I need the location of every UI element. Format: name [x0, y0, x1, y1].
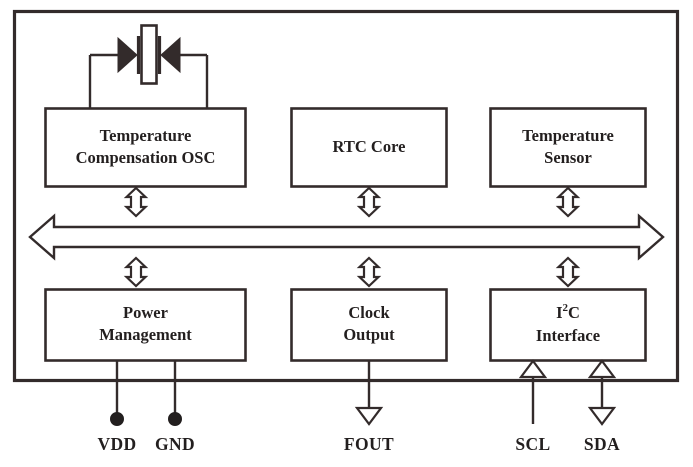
crystal-oscillator-symbol — [88, 24, 209, 108]
pin-label-gnd: GND — [155, 434, 195, 454]
block-temperature-compensation-osc[interactable]: Temperature Compensation OSC — [44, 107, 247, 188]
pin-label-sda: SDA — [584, 434, 620, 454]
connector-bus-to-i2c-interface — [555, 256, 581, 288]
pin-terminal-arrow-in-sda[interactable] — [587, 359, 617, 379]
block-label-clock-output-line2: Output — [343, 325, 395, 344]
pin-terminal-arrow-in-scl[interactable] — [518, 359, 548, 379]
vertical-double-arrow-i2c-interface — [555, 256, 581, 288]
pin-label-fout: FOUT — [344, 434, 394, 454]
block-label-temperature-sensor-line2: Sensor — [544, 148, 592, 167]
crystal-left-capacitor-arrow — [117, 36, 138, 74]
pin-terminal-dot-gnd[interactable] — [168, 412, 182, 426]
pin-terminal-arrow-out-fout[interactable] — [354, 406, 384, 426]
block-label-power-management-line1: Power — [123, 303, 168, 322]
block-temperature-sensor[interactable]: Temperature Sensor — [489, 107, 647, 188]
block-rtc-core[interactable]: RTC Core — [290, 107, 448, 188]
i2c-label-prefix: I — [556, 303, 562, 322]
block-power-management[interactable]: Power Management — [44, 288, 247, 362]
vertical-double-arrow-clock-output — [356, 256, 382, 288]
block-label-rtc-core: RTC Core — [333, 137, 406, 156]
internal-bus — [28, 213, 665, 261]
pin-sda[interactable]: SDA — [584, 359, 620, 454]
pin-label-scl: SCL — [515, 434, 550, 454]
block-rect-power-management[interactable] — [44, 288, 247, 362]
pin-vdd[interactable]: VDD — [97, 360, 136, 454]
vertical-double-arrow-power-management — [123, 256, 149, 288]
connector-bus-to-clock-output — [356, 256, 382, 288]
internal-bus-arrow — [28, 213, 665, 261]
crystal-body — [140, 24, 158, 85]
block-label-i2c-interface-line2: Interface — [536, 326, 600, 345]
vertical-double-arrow-temperature-sensor — [555, 186, 581, 218]
pin-label-vdd: VDD — [97, 434, 136, 454]
i2c-label-suffix: C — [568, 303, 580, 322]
pin-terminal-arrow-out-sda[interactable] — [587, 406, 617, 426]
crystal-right-capacitor-arrow — [160, 36, 181, 74]
connector-osc-to-bus — [123, 186, 149, 218]
i2c-label-superscript: 2 — [563, 302, 569, 314]
block-label-power-management-line2: Management — [99, 325, 192, 344]
block-rect-rtc-core[interactable] — [290, 107, 448, 188]
connector-rtc-core-to-bus — [356, 186, 382, 218]
chip-boundary — [12, 9, 680, 383]
block-clock-output[interactable]: Clock Output — [290, 288, 448, 362]
block-label-temperature-sensor-line1: Temperature — [522, 126, 614, 145]
block-rect-i2c-interface[interactable] — [489, 288, 647, 362]
block-label-clock-output-line1: Clock — [348, 303, 390, 322]
pin-gnd[interactable]: GND — [155, 360, 195, 454]
connector-bus-to-power-management — [123, 256, 149, 288]
block-label-i2c-interface-line1: I2C — [556, 302, 580, 322]
vertical-double-arrow-rtc-core — [356, 186, 382, 218]
pin-fout[interactable]: FOUT — [344, 360, 394, 454]
block-i2c-interface[interactable]: I2C Interface — [489, 288, 647, 362]
block-rect-temperature-compensation-osc[interactable] — [44, 107, 247, 188]
block-label-temperature-compensation-osc-line1: Temperature — [100, 126, 192, 145]
vertical-double-arrow-osc — [123, 186, 149, 218]
connector-temperature-sensor-to-bus — [555, 186, 581, 218]
pin-scl[interactable]: SCL — [515, 359, 550, 454]
pin-terminal-dot-vdd[interactable] — [110, 412, 124, 426]
block-label-temperature-compensation-osc-line2: Compensation OSC — [76, 148, 216, 167]
